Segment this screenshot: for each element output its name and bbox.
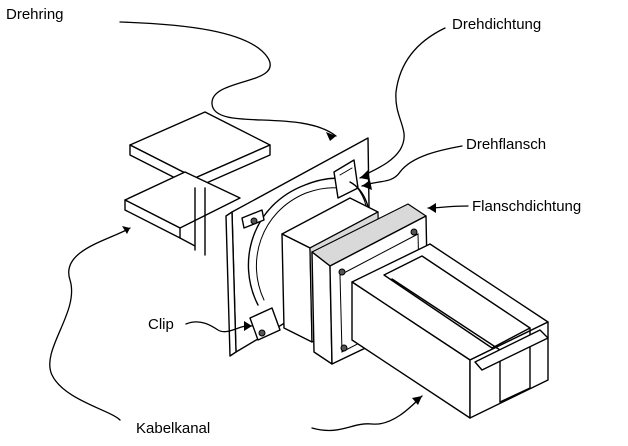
arrowheads — [122, 132, 436, 405]
clip-top — [241, 209, 265, 229]
leader-lines — [49, 21, 469, 432]
leader-clip — [185, 321, 253, 333]
label-flanschdichtung: Flanschdichtung — [472, 198, 582, 215]
leader-kabelkanal-right — [311, 395, 423, 432]
right-cable-channel — [351, 243, 549, 419]
clip-bottom — [249, 307, 281, 341]
leader-drehring — [119, 21, 337, 137]
label-drehdichtung: Drehdichtung — [452, 16, 542, 33]
label-kabelkanal: Kabelkanal — [136, 420, 211, 437]
left-cable-channel — [124, 111, 271, 256]
label-drehflansch: Drehflansch — [466, 136, 547, 153]
label-drehring: Drehring — [6, 6, 64, 23]
leader-drehflansch — [361, 145, 463, 187]
label-clip: Clip — [148, 316, 174, 333]
clip-right — [333, 159, 359, 199]
leader-drehdichtung — [359, 27, 446, 179]
leader-kabelkanal-left — [49, 227, 131, 421]
